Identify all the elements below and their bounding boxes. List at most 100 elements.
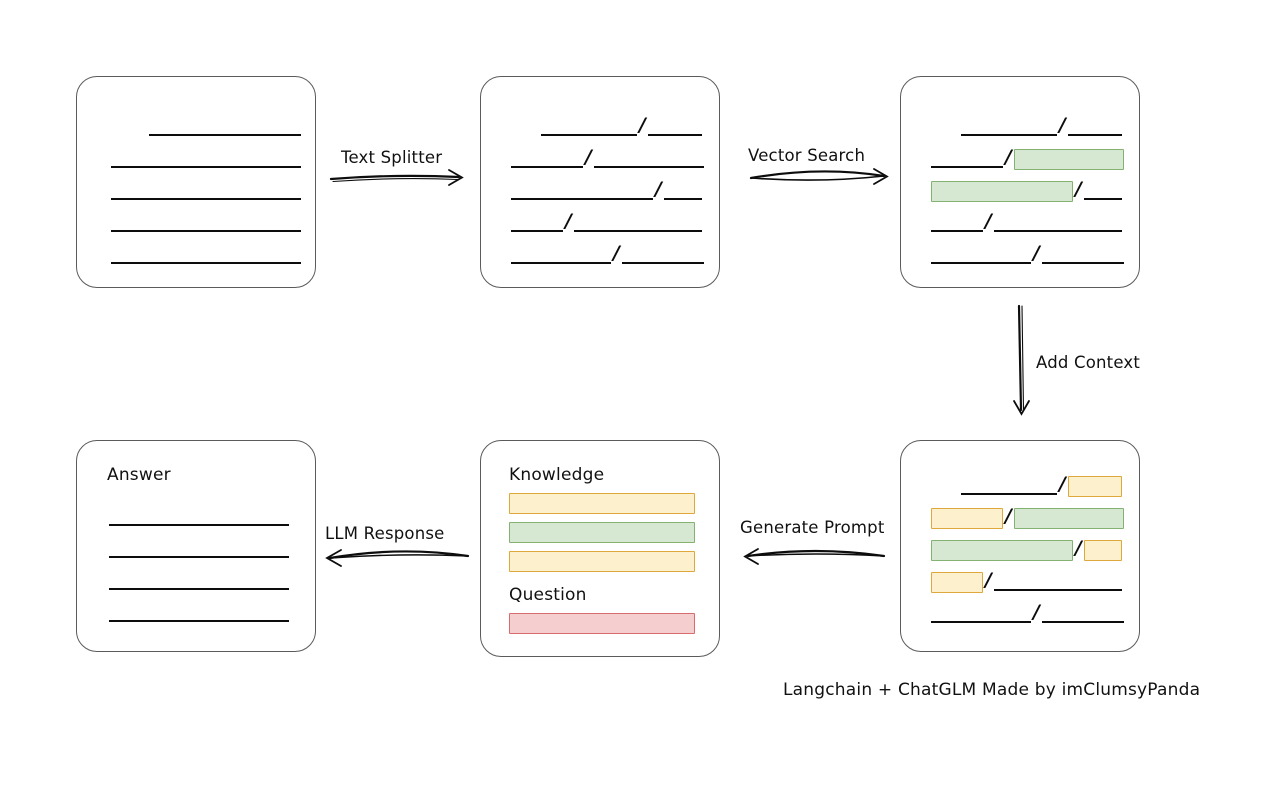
arrow-vector-search [749, 168, 889, 185]
slash-separator: / [985, 209, 992, 232]
document-row [111, 213, 301, 233]
text-line-segment [1041, 621, 1124, 623]
document-row: / [511, 113, 702, 137]
highlighted-chunk-green [931, 539, 1073, 561]
slash-separator: / [1075, 177, 1082, 200]
text-line-segment [931, 262, 1031, 264]
arrow-generate-prompt [743, 548, 886, 565]
text-line-segment [931, 166, 1003, 168]
document-row: / [511, 177, 702, 201]
slash-separator: / [1075, 536, 1082, 559]
knowledge-bar-green [509, 522, 695, 543]
highlighted-chunk-green [1013, 507, 1124, 529]
slash-separator: / [655, 177, 662, 200]
arrow-add-context [1013, 304, 1030, 416]
text-line-segment [621, 262, 704, 264]
document-row: / [931, 472, 1122, 497]
text-line-segment [647, 134, 702, 136]
text-line-segment [111, 166, 301, 168]
text-line-segment [1083, 198, 1122, 200]
highlighted-chunk-yellow [931, 507, 1003, 529]
text-line-segment [511, 230, 563, 232]
arrow-text-splitter [329, 169, 464, 186]
node-answer[interactable]: Answer [76, 440, 316, 652]
text-line-segment [1067, 134, 1122, 136]
node-prompt[interactable]: Knowledge Question [480, 440, 720, 657]
document-row: / [511, 145, 704, 169]
edge-label-add-context: Add Context [1036, 353, 1141, 372]
document-row: / [931, 602, 1124, 624]
document-row [111, 181, 301, 201]
text-line-segment [111, 230, 301, 232]
document-row [109, 507, 289, 527]
node-context-chunks[interactable]: / / / / / [900, 440, 1140, 652]
highlighted-chunk-green [1013, 148, 1124, 170]
indent-spacer [931, 486, 961, 487]
node-split-chunks[interactable]: / / / / / [480, 76, 720, 288]
document-row: / [931, 241, 1124, 265]
slash-separator: / [1005, 504, 1012, 527]
indent-spacer [931, 127, 961, 128]
document-row: / [931, 568, 1122, 593]
document-row: / [931, 209, 1122, 233]
text-line-segment [573, 230, 702, 232]
edge-label-generate-prompt: Generate Prompt [740, 518, 885, 537]
edge-label-vector-search: Vector Search [748, 146, 866, 165]
text-line-segment [931, 621, 1031, 623]
text-line-segment [993, 230, 1122, 232]
document-row [111, 149, 301, 169]
text-line-segment [109, 588, 289, 590]
text-line-segment [593, 166, 704, 168]
text-line-segment [511, 262, 611, 264]
slash-separator: / [639, 113, 646, 136]
knowledge-label: Knowledge [509, 465, 605, 485]
highlighted-chunk-yellow [931, 571, 983, 593]
text-line-segment [931, 230, 983, 232]
node-retrieved-chunks[interactable]: / / / / / [900, 76, 1140, 288]
text-line-segment [961, 134, 1057, 136]
indent-spacer [511, 127, 541, 128]
arrow-llm-response [325, 549, 470, 567]
slash-separator: / [1033, 241, 1040, 264]
edge-label-llm-response: LLM Response [325, 524, 445, 543]
text-line-segment [111, 262, 301, 264]
indent-spacer [111, 127, 149, 128]
text-line-segment [109, 556, 289, 558]
document-row: / [511, 211, 702, 233]
highlighted-chunk-yellow [1083, 539, 1122, 561]
document-row [109, 603, 289, 623]
edge-label-text-splitter: Text Splitter [341, 148, 443, 167]
slash-separator: / [1005, 145, 1012, 168]
slash-separator: / [613, 241, 620, 264]
slash-separator: / [585, 145, 592, 168]
text-line-segment [511, 166, 583, 168]
text-line-segment [109, 620, 289, 622]
document-row: / [931, 115, 1122, 137]
text-line-segment [541, 134, 637, 136]
highlighted-chunk-green [931, 180, 1073, 202]
footer-credit: Langchain + ChatGLM Made by imClumsyPand… [783, 680, 1201, 700]
slash-separator: / [985, 568, 992, 591]
question-label: Question [509, 585, 587, 605]
question-bar-red [509, 613, 695, 634]
document-row: / [931, 145, 1124, 170]
document-row: / [931, 536, 1122, 561]
text-line-segment [109, 524, 289, 526]
highlighted-chunk-yellow [1067, 475, 1122, 497]
document-row [109, 571, 289, 591]
text-line-segment [961, 493, 1057, 495]
text-line-segment [993, 589, 1122, 591]
document-row [111, 245, 301, 265]
document-row: / [511, 241, 704, 265]
document-row: / [931, 504, 1124, 529]
text-line-segment [511, 198, 653, 200]
document-row: / [931, 177, 1122, 202]
answer-label: Answer [107, 465, 171, 485]
text-line-segment [149, 134, 301, 136]
slash-separator: / [1059, 472, 1066, 495]
text-line-segment [111, 198, 301, 200]
document-row [109, 539, 289, 559]
node-source-document[interactable] [76, 76, 316, 288]
document-row [111, 117, 301, 137]
